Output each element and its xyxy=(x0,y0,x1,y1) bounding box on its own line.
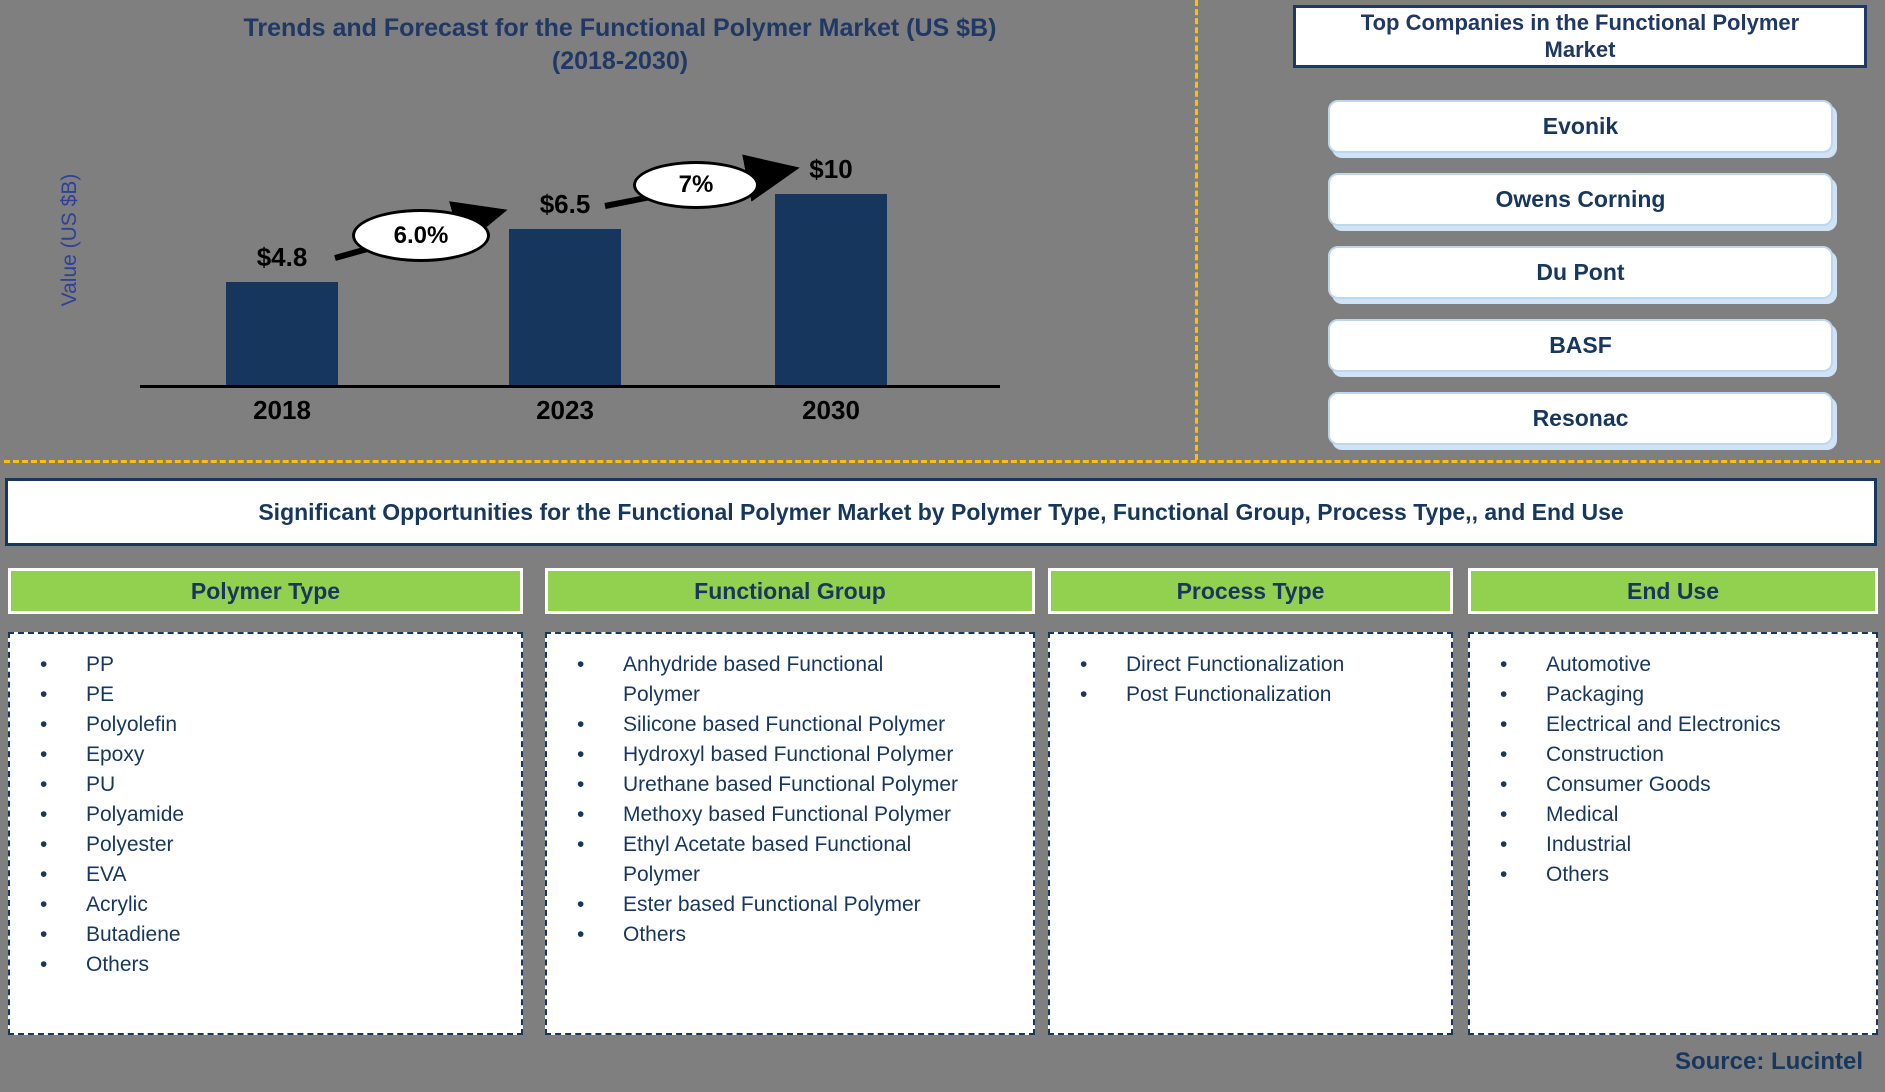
x-tick-label: 2030 xyxy=(802,395,860,425)
column-functional-group: Functional Group Anhydride based Functio… xyxy=(545,568,1035,1035)
chart-title: Trends and Forecast for the Functional P… xyxy=(130,12,1110,78)
list-item: EVA xyxy=(10,860,513,890)
list-item: Electrical and Electronics xyxy=(1470,710,1868,740)
bar-2030 xyxy=(775,194,887,386)
bar-value-label: $6.5 xyxy=(539,189,591,219)
opportunities-banner: Significant Opportunities for the Functi… xyxy=(5,478,1877,546)
bar-2023 xyxy=(509,229,621,386)
list-item: Others xyxy=(10,950,513,980)
column-list-box: AutomotivePackagingElectrical and Electr… xyxy=(1468,632,1878,1035)
x-axis-line xyxy=(140,385,1000,388)
list-item: Acrylic xyxy=(10,890,513,920)
list-item: Epoxy xyxy=(10,740,513,770)
top-companies-title: Top Companies in the Functional Polymer … xyxy=(1293,5,1867,68)
list-item: Post Functionalization xyxy=(1050,680,1443,710)
list-item: Polyolefin xyxy=(10,710,513,740)
growth-rate-label: 7% xyxy=(678,171,714,198)
company-box: Resonac xyxy=(1328,392,1833,445)
horizontal-dashed-divider xyxy=(4,460,1880,463)
list-item: Urethane based Functional Polymer xyxy=(547,770,1025,800)
company-box: Du Pont xyxy=(1328,246,1833,299)
growth-oval-2023-2030: 7% xyxy=(633,161,759,209)
column-list-box: Direct FunctionalizationPost Functionali… xyxy=(1048,632,1453,1035)
list-item: Methoxy based Functional Polymer xyxy=(547,800,1025,830)
column-header: Process Type xyxy=(1048,568,1453,614)
bar-value-label: $4.8 xyxy=(256,242,308,272)
list-item: Hydroxyl based Functional Polymer xyxy=(547,740,1025,770)
list-item: Ethyl Acetate based Functional Polymer xyxy=(547,830,1025,890)
column-polymer-type: Polymer Type PPPEPolyolefinEpoxyPUPolyam… xyxy=(8,568,523,1035)
list-item: Polyamide xyxy=(10,800,513,830)
list-item: Others xyxy=(547,920,1025,950)
growth-oval-2018-2023: 6.0% xyxy=(352,209,490,262)
chart-title-line1: Trends and Forecast for the Functional P… xyxy=(243,14,997,42)
bar-value-label: $10 xyxy=(809,154,853,184)
column-process-type: Process Type Direct FunctionalizationPos… xyxy=(1048,568,1453,1035)
column-end-use: End Use AutomotivePackagingElectrical an… xyxy=(1468,568,1878,1035)
vertical-dashed-divider xyxy=(1195,0,1198,460)
list-item: PU xyxy=(10,770,513,800)
list-item: Ester based Functional Polymer xyxy=(547,890,1025,920)
column-header: Polymer Type xyxy=(8,568,523,614)
x-tick-label: 2023 xyxy=(536,395,594,425)
list-item: Automotive xyxy=(1470,650,1868,680)
list-item: PP xyxy=(10,650,513,680)
list-item: Consumer Goods xyxy=(1470,770,1868,800)
list-item: Packaging xyxy=(1470,680,1868,710)
chart-title-line2: (2018-2030) xyxy=(551,47,689,75)
list-item: PE xyxy=(10,680,513,710)
column-header: Functional Group xyxy=(545,568,1035,614)
x-tick-label: 2018 xyxy=(253,395,311,425)
company-box: Evonik xyxy=(1328,100,1833,153)
list-item: Industrial xyxy=(1470,830,1868,860)
bar-2018 xyxy=(226,282,338,386)
list-item: Silicone based Functional Polymer xyxy=(547,710,1025,740)
list-item: Direct Functionalization xyxy=(1050,650,1443,680)
column-list-box: PPPEPolyolefinEpoxyPUPolyamidePolyesterE… xyxy=(8,632,523,1035)
list-item: Anhydride based Functional Polymer xyxy=(547,650,1025,710)
company-box: Owens Corning xyxy=(1328,173,1833,226)
y-axis-label: Value (US $B) xyxy=(58,173,81,307)
list-item: Polyester xyxy=(10,830,513,860)
list-item: Medical xyxy=(1470,800,1868,830)
list-item: Butadiene xyxy=(10,920,513,950)
list-item: Construction xyxy=(1470,740,1868,770)
column-header: End Use xyxy=(1468,568,1878,614)
growth-rate-label: 6.0% xyxy=(393,221,449,249)
column-list-box: Anhydride based Functional PolymerSilico… xyxy=(545,632,1035,1035)
source-credit: Source: Lucintel xyxy=(1674,1048,1863,1075)
list-item: Others xyxy=(1470,860,1868,890)
company-box: BASF xyxy=(1328,319,1833,372)
